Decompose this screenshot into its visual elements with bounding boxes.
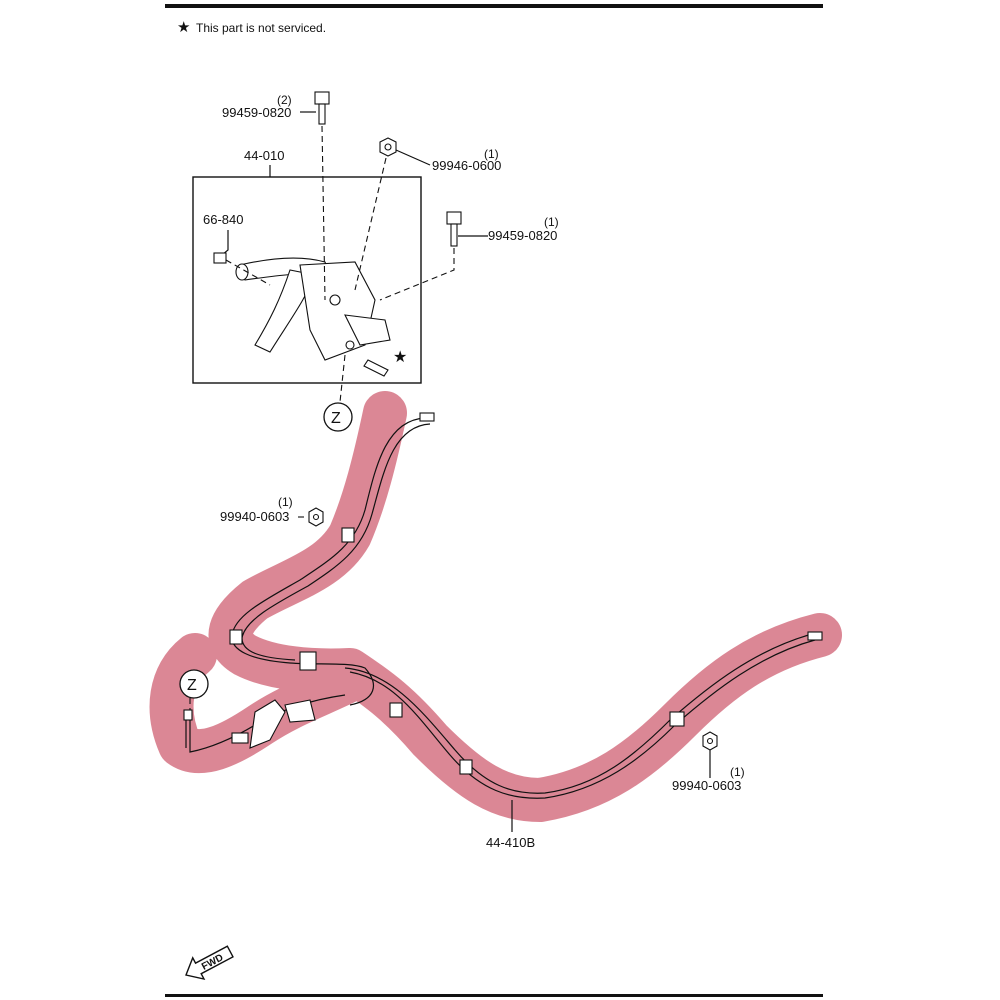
ref-circle-bottom xyxy=(179,669,209,699)
lever-cover-part xyxy=(213,252,227,264)
fwd-arrow-icon: FWD xyxy=(185,945,234,981)
parking-brake-lever xyxy=(235,257,391,377)
label-lever-cover: 66-840 xyxy=(203,212,243,227)
label-lever-assembly: 44-010 xyxy=(244,148,284,163)
lever-assembly-box xyxy=(192,176,422,384)
top-border xyxy=(165,4,823,8)
leader-nut-top xyxy=(395,149,431,166)
parking-brake-cable xyxy=(183,412,823,799)
fwd-label: FWD xyxy=(200,952,225,972)
dash-z-top xyxy=(339,354,346,403)
bottom-border xyxy=(165,994,823,997)
note-star: ★ xyxy=(177,19,190,36)
nut-top xyxy=(379,137,397,157)
leader-66-840 xyxy=(221,230,229,256)
dash-bolt-top xyxy=(321,125,326,301)
star-mark: ★ xyxy=(393,349,407,366)
bolt-top xyxy=(314,91,330,125)
nut-top-number: 99946-0600 xyxy=(432,158,501,173)
nut-right xyxy=(702,731,718,751)
nut-left-qty: (1) xyxy=(278,495,293,509)
bolt-right-qty: (1) xyxy=(544,215,559,229)
cable-highlight xyxy=(149,391,842,822)
dash-bolt-right xyxy=(379,248,455,301)
note-text: This part is not serviced. xyxy=(196,21,326,35)
nut-left-number: 99940-0603 xyxy=(220,509,289,524)
bolt-top-number: 99459-0820 xyxy=(222,105,291,120)
ref-bottom: Z xyxy=(187,677,197,694)
ref-top: Z xyxy=(331,410,341,427)
dash-nut-top xyxy=(354,157,387,291)
nut-right-number: 99940-0603 xyxy=(672,778,741,793)
nut-top-qty: (1) xyxy=(484,147,499,161)
ref-circle-top xyxy=(323,402,353,432)
label-cable: 44-410B xyxy=(486,835,535,850)
bolt-right-number: 99459-0820 xyxy=(488,228,557,243)
bolt-right xyxy=(446,211,462,247)
nut-right-qty: (1) xyxy=(730,765,745,779)
nut-left xyxy=(308,507,324,527)
dash-66-840 xyxy=(225,259,271,286)
bolt-top-qty: (2) xyxy=(277,93,292,107)
